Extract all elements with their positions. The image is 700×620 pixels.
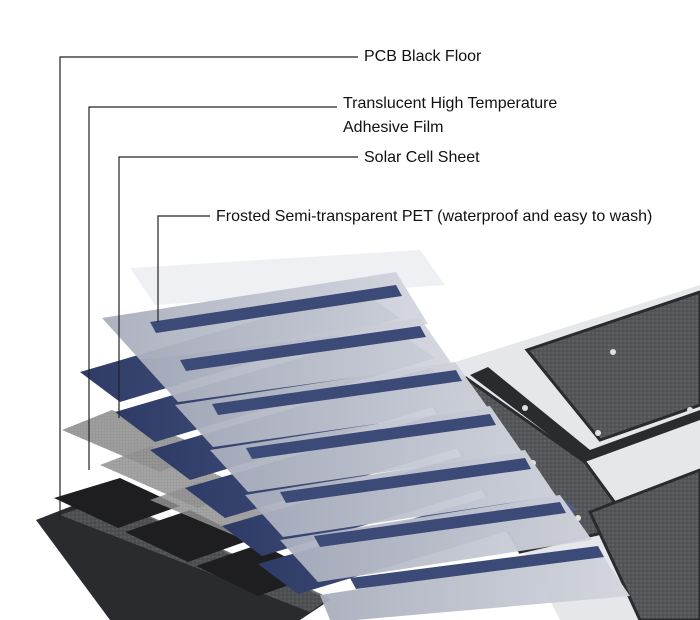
label-solar-cell-sheet: Solar Cell Sheet <box>364 149 480 166</box>
leader-lines <box>59 56 358 520</box>
leader-line-adhesive-film <box>88 106 337 470</box>
leader-line-solar-cell <box>118 156 358 418</box>
leader-line-frosted-pet <box>157 215 210 322</box>
frosted-pet-layer <box>102 250 630 620</box>
panel-module-middle <box>470 367 700 462</box>
panel-rivet <box>522 405 528 411</box>
panel-rivet <box>595 430 601 436</box>
panel-rivet <box>610 349 616 355</box>
label-frosted-pet: Frosted Semi-transparent PET (waterproof… <box>216 208 653 225</box>
panel-module-upper <box>524 290 700 442</box>
leader-line-pcb-floor <box>59 56 358 520</box>
label-adhesive-film-line2: Adhesive Film <box>343 119 444 136</box>
label-adhesive-film-line1: Translucent High Temperature <box>343 95 558 112</box>
panel-rivet <box>687 407 693 413</box>
label-pcb-black-floor: PCB Black Floor <box>364 48 482 65</box>
panel-module-lower <box>587 468 700 620</box>
